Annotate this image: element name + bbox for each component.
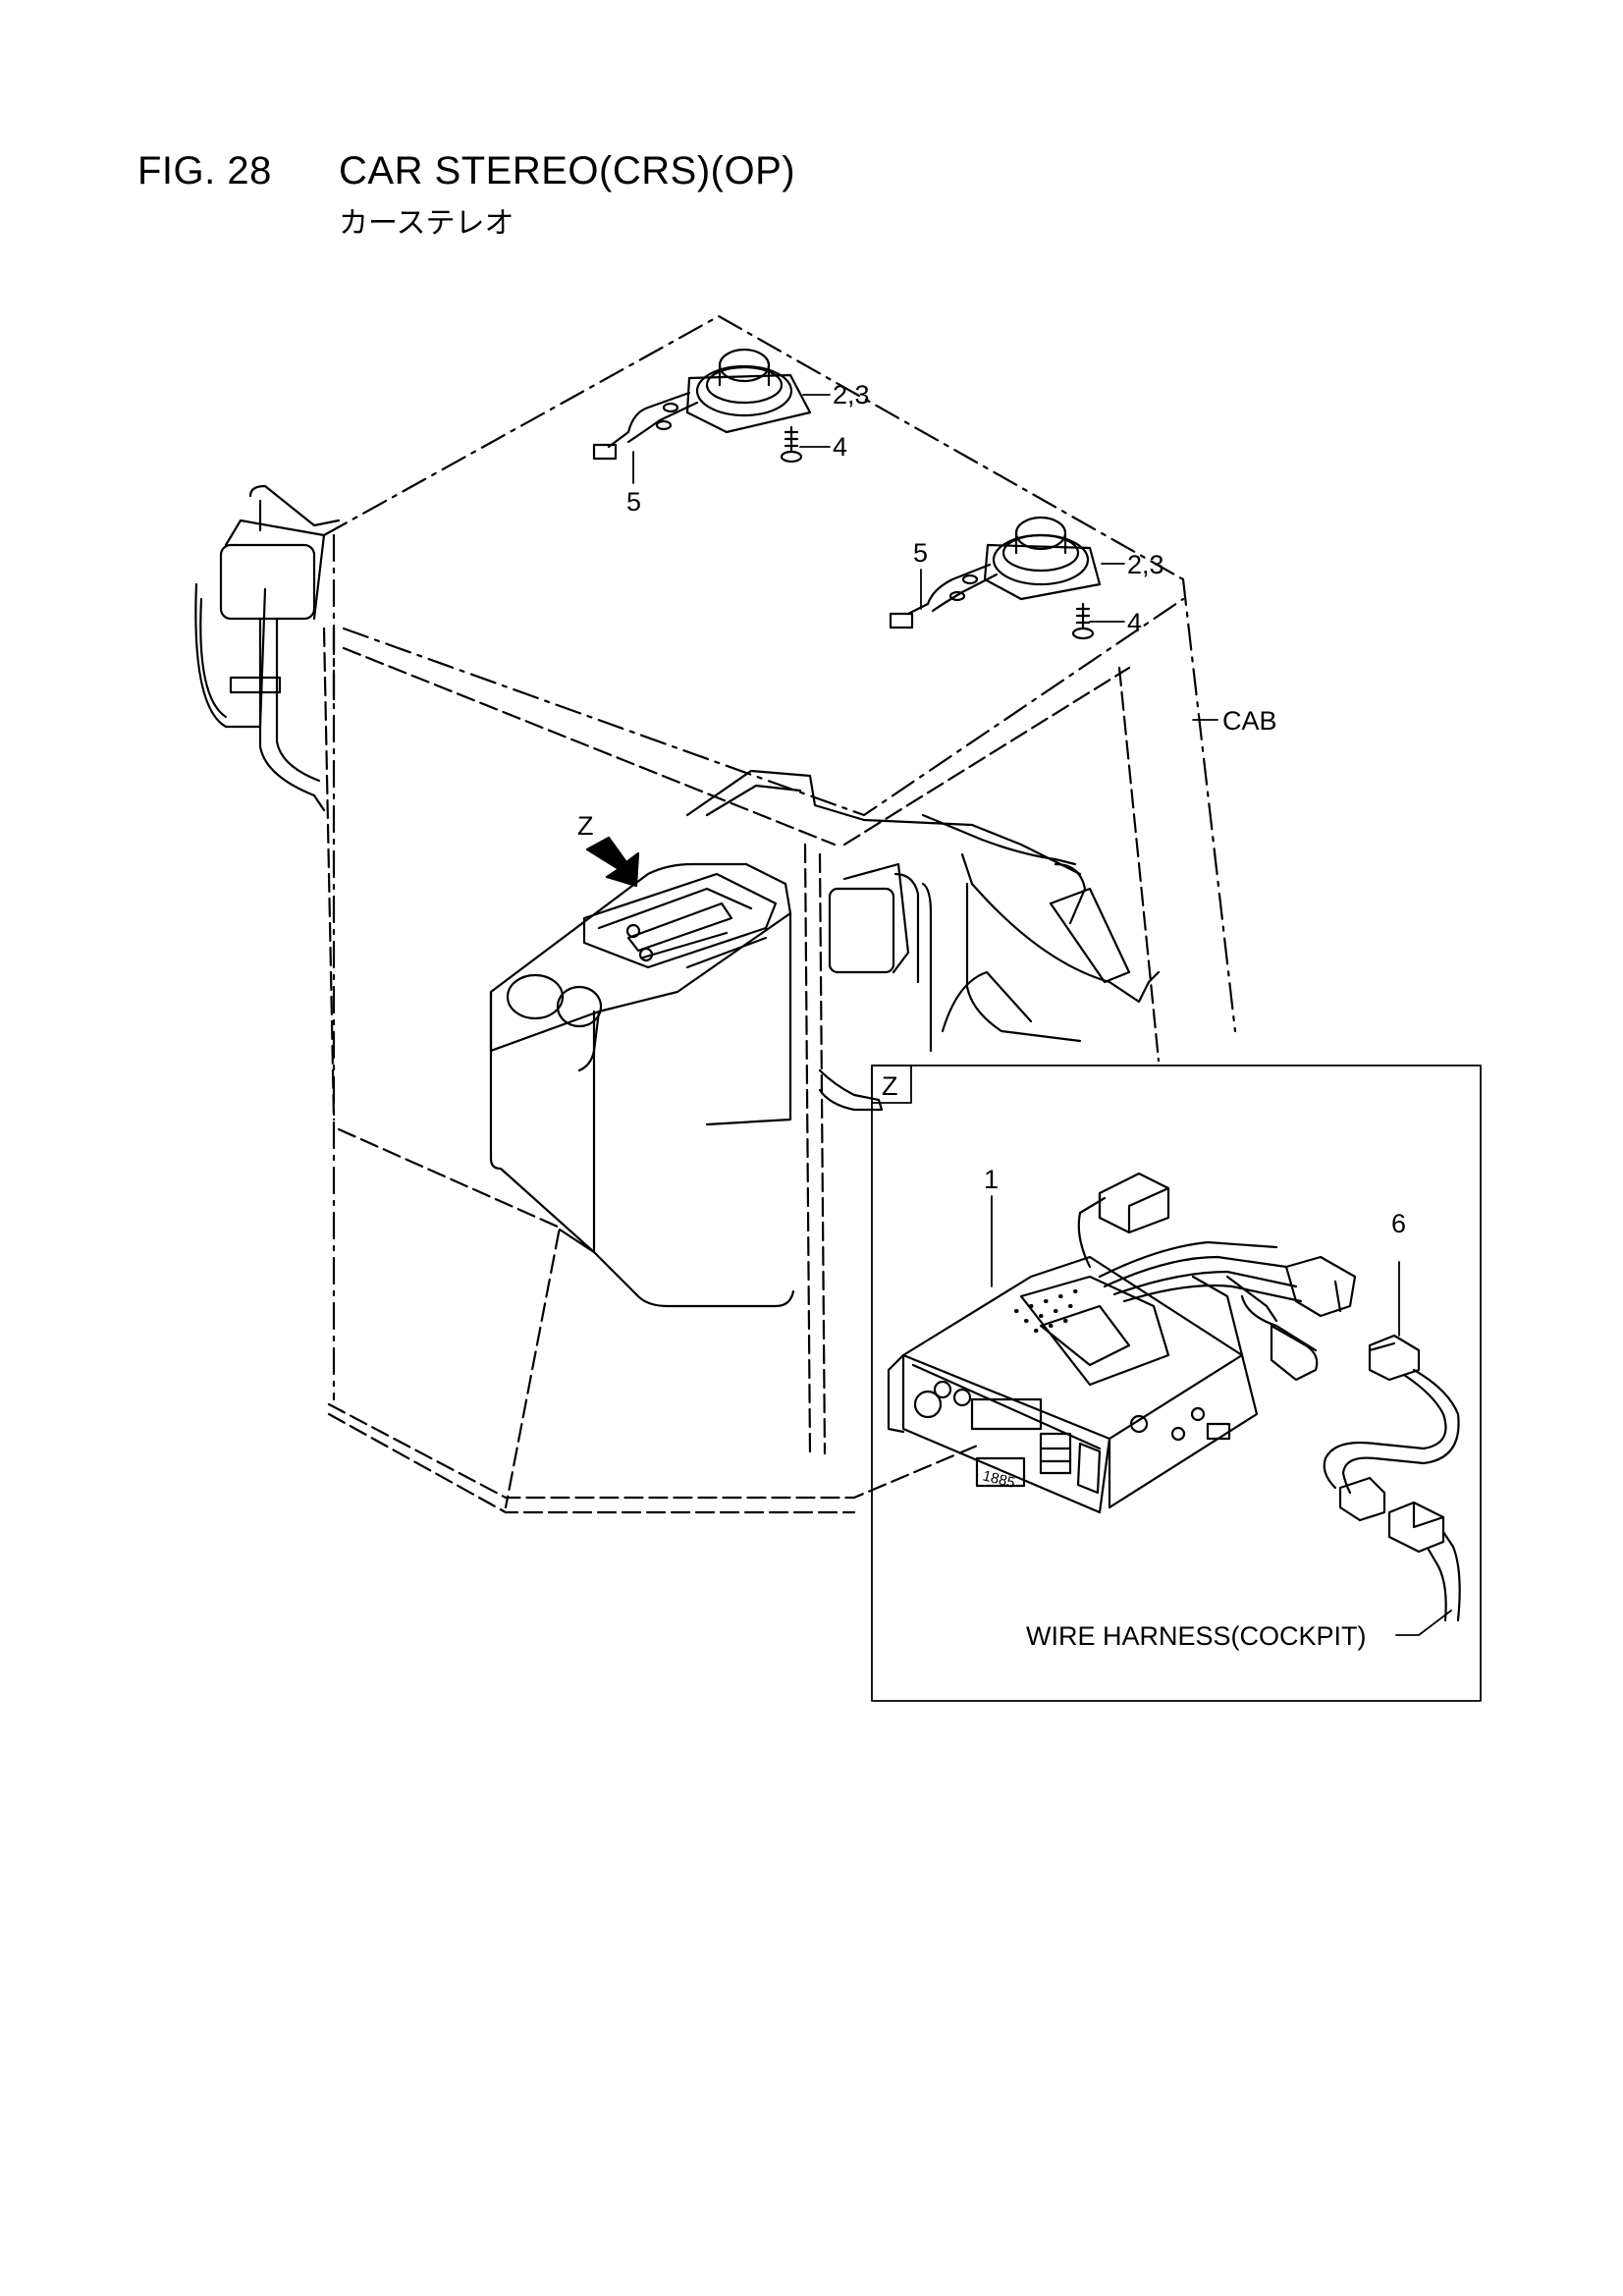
callout-view-arrow: Z <box>577 811 594 841</box>
callout-connector-lower: 5 <box>913 538 928 568</box>
callout-radio-unit: 1 <box>984 1165 999 1194</box>
radio-grille <box>1014 1289 1078 1333</box>
callout-speaker-upper: 2,3 <box>833 380 870 410</box>
speaker-lower <box>889 516 1102 629</box>
radio-unit <box>887 1255 1259 1514</box>
radio-display-text: 1885 <box>981 1467 1016 1492</box>
callout-screw-lower: 4 <box>1127 608 1142 637</box>
radio-console <box>489 862 884 1308</box>
mirror-right <box>828 862 933 1053</box>
cab-roof-outline <box>322 314 1237 1401</box>
overhead-console <box>685 769 1161 1043</box>
detail-label-frame <box>871 1065 912 1104</box>
callout-connector-upper: 5 <box>626 487 641 517</box>
callout-wire-harness: WIRE HARNESS(COCKPIT) <box>1026 1621 1367 1651</box>
leader-lines <box>632 394 1452 1636</box>
radio-wiring <box>1077 1172 1357 1382</box>
callout-screw-upper: 4 <box>833 432 847 462</box>
speaker-upper <box>592 348 812 461</box>
figure-number: FIG. 28 <box>137 149 272 192</box>
callout-connector-adapter: 6 <box>1391 1209 1406 1238</box>
callout-speaker-lower: 2,3 <box>1127 550 1164 579</box>
callout-detail-view: Z <box>882 1071 898 1101</box>
screw-lower <box>1071 602 1095 640</box>
mirror-left <box>194 484 341 812</box>
figure-subtitle: カーステレオ <box>339 206 514 241</box>
screw-upper <box>780 425 803 464</box>
cab-body-outline <box>322 627 1161 1514</box>
view-arrow <box>585 836 640 888</box>
callout-cab: CAB <box>1222 706 1277 736</box>
detail-frame <box>871 1065 1482 1702</box>
connector-adapter <box>1323 1334 1461 1622</box>
figure-title: CAR STEREO(CRS)(OP) <box>339 149 796 192</box>
